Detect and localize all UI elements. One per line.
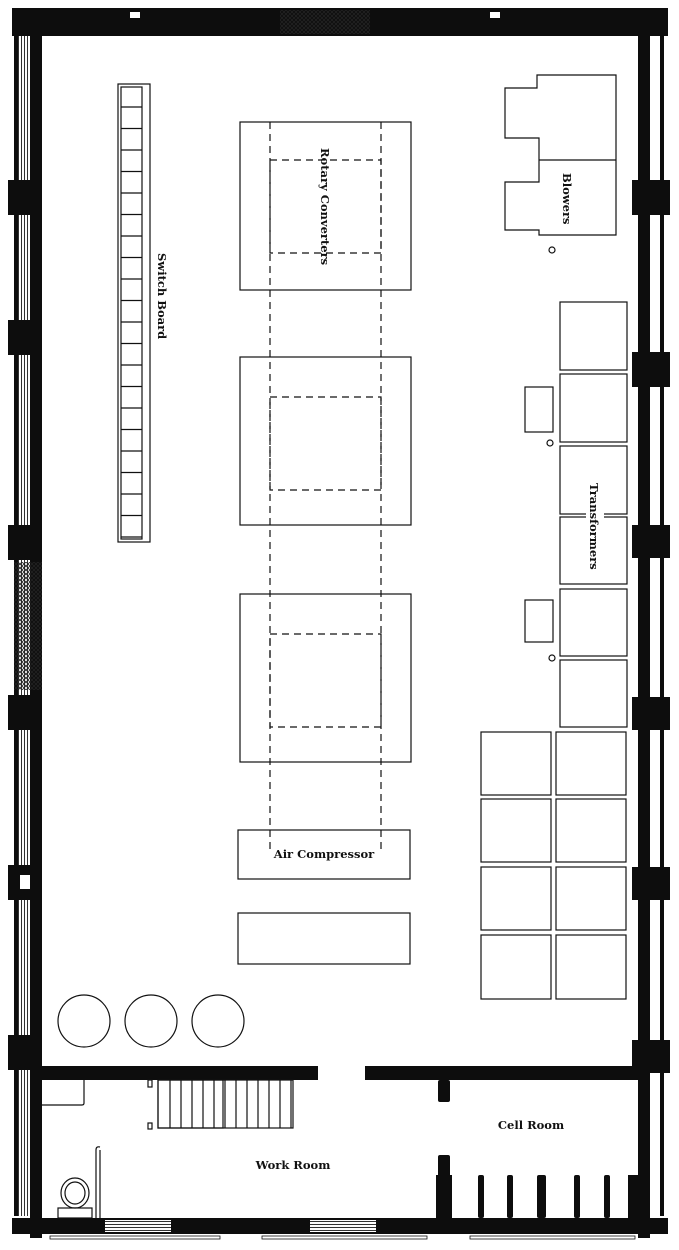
work-room-fixtures (42, 1080, 101, 1219)
switch-board: Switch Board (117, 83, 169, 543)
stairs (147, 1079, 294, 1130)
cell-room-label: Cell Room (498, 1118, 564, 1132)
switch-board-label: Switch Board (155, 253, 169, 339)
blowers-label: Blowers (560, 173, 574, 225)
tanks (57, 994, 245, 1048)
rotary-converters-label: Rotary Converters (318, 148, 332, 265)
blowers: Blowers (504, 74, 617, 254)
equipment-base (237, 912, 411, 965)
air-compressor-label: Air Compressor (273, 847, 375, 861)
transformers: Transformers (524, 301, 628, 728)
transformers-label: Transformers (587, 483, 601, 570)
work-room-label: Work Room (255, 1158, 331, 1172)
rotary-converters: Rotary Converters (239, 121, 412, 850)
left-window (14, 562, 42, 690)
air-compressor: Air Compressor (237, 829, 411, 880)
boiler-icon (57, 1177, 93, 1219)
partition-walls (42, 1066, 640, 1218)
equipment-grid (480, 731, 627, 1000)
outer-walls (8, 8, 670, 1240)
top-window (280, 10, 370, 34)
